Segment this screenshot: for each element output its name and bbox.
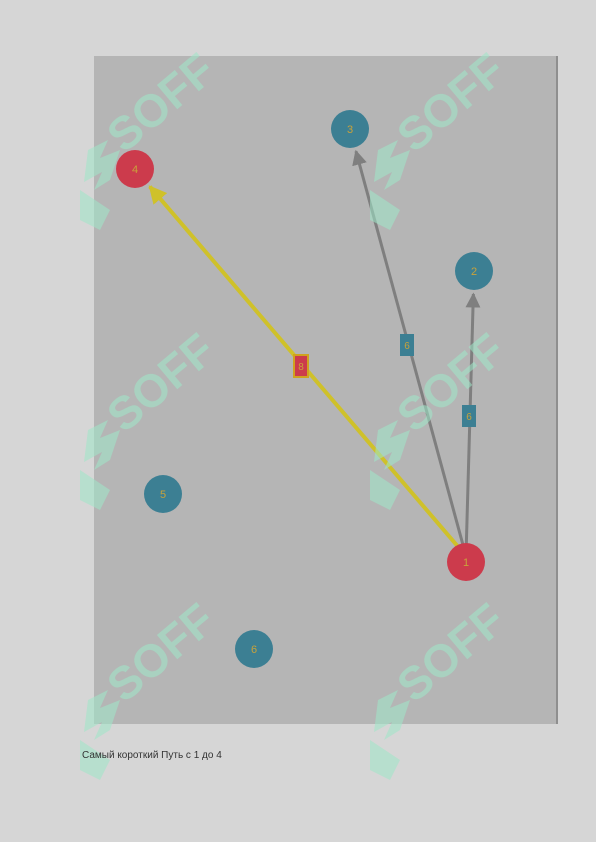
node-label: 3 <box>347 124 353 136</box>
edge-weight-box <box>400 334 414 356</box>
watermark-mark <box>80 420 120 510</box>
nodes-layer: 1 2 3 4 5 6 <box>116 110 493 668</box>
watermark-mark <box>80 690 120 780</box>
edge-weight-label: 6 <box>466 412 472 423</box>
node-3[interactable]: 3 <box>331 110 369 148</box>
node-circle <box>455 252 493 290</box>
edge-weight-label: 6 <box>404 341 410 352</box>
edge-weight-1-2: 6 <box>462 405 476 427</box>
watermark-mark <box>370 140 410 230</box>
node-circle <box>235 630 273 668</box>
node-label: 4 <box>132 164 138 176</box>
node-label: 2 <box>471 266 477 278</box>
node-label: 6 <box>251 644 257 656</box>
node-circle <box>447 543 485 581</box>
edge-weight-label: 8 <box>298 362 304 373</box>
edge-weight-1-4: 8 <box>293 354 309 378</box>
edge-weight-box <box>293 354 309 378</box>
edge-weight-box <box>462 405 476 427</box>
edge-weight-1-3: 6 <box>400 334 414 356</box>
node-circle <box>144 475 182 513</box>
diagram-caption: Самый короткий Путь с 1 до 4 <box>82 750 222 761</box>
node-circle <box>116 150 154 188</box>
watermark-mark <box>370 420 410 510</box>
watermark-mark <box>370 690 410 780</box>
edges-layer: 8 6 6 <box>148 149 481 558</box>
node-4[interactable]: 4 <box>116 150 154 188</box>
node-2[interactable]: 2 <box>455 252 493 290</box>
node-6[interactable]: 6 <box>235 630 273 668</box>
node-label: 1 <box>463 557 469 569</box>
node-1[interactable]: 1 <box>447 543 485 581</box>
node-5[interactable]: 5 <box>144 475 182 513</box>
node-circle <box>331 110 369 148</box>
node-label: 5 <box>160 489 166 501</box>
watermark-mark <box>80 140 120 230</box>
